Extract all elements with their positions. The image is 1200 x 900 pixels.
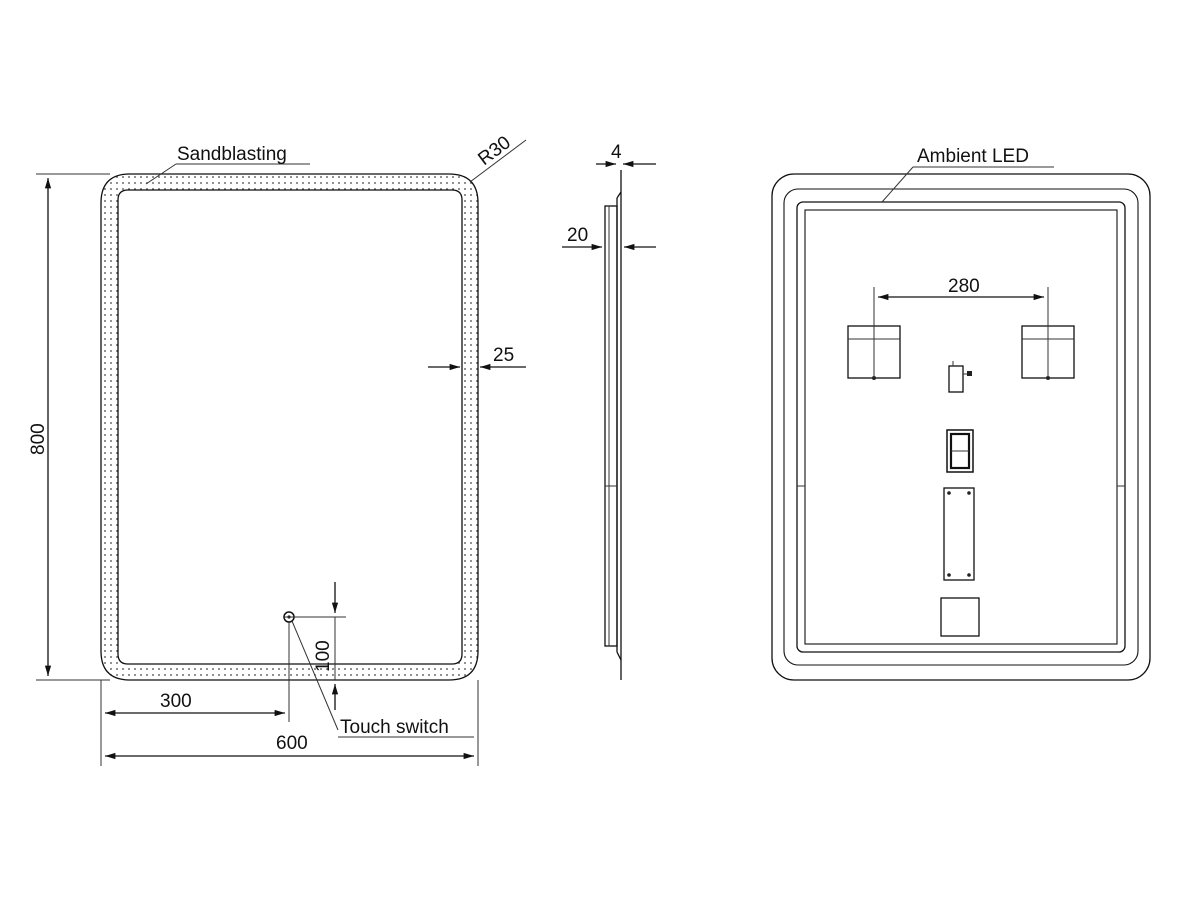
frame-profile (604, 205, 618, 647)
switch-x-dimension-value: 300 (160, 691, 192, 712)
junction-box-icon (948, 365, 964, 393)
front-view: Sandblasting R30 800 25 Touch switch 100… (28, 132, 527, 766)
back-frame-inner (804, 209, 1118, 645)
switch-y-dimension-value: 100 (313, 640, 334, 672)
led-driver-icon (943, 487, 975, 581)
back-frame (796, 201, 1126, 653)
side-view: 4 20 (562, 142, 656, 680)
glass-thickness-value: 4 (611, 142, 622, 163)
radius-leader (469, 139, 527, 183)
back-view: Ambient LED 280 (771, 146, 1151, 681)
depth-value: 20 (567, 225, 588, 246)
connector-block-icon (946, 429, 974, 473)
touch-switch-label: Touch switch (340, 717, 449, 738)
height-dimension-value: 800 (28, 423, 49, 455)
bracket-spacing-value: 280 (948, 276, 980, 297)
led-strip-outer (783, 188, 1139, 666)
width-dimension-value: 600 (276, 733, 308, 754)
sandblasting-leader (145, 163, 177, 185)
touch-switch-leader (291, 620, 339, 731)
radius-label: R30 (474, 132, 514, 170)
sandblasting-label: Sandblasting (177, 144, 287, 165)
ambient-led-label: Ambient LED (917, 146, 1029, 167)
mirror-outline (771, 173, 1151, 681)
switch-module-icon (940, 597, 980, 637)
sandblasting-band (100, 173, 479, 681)
ambient-led-leader (881, 166, 914, 203)
border-dimension-value: 25 (493, 345, 514, 366)
